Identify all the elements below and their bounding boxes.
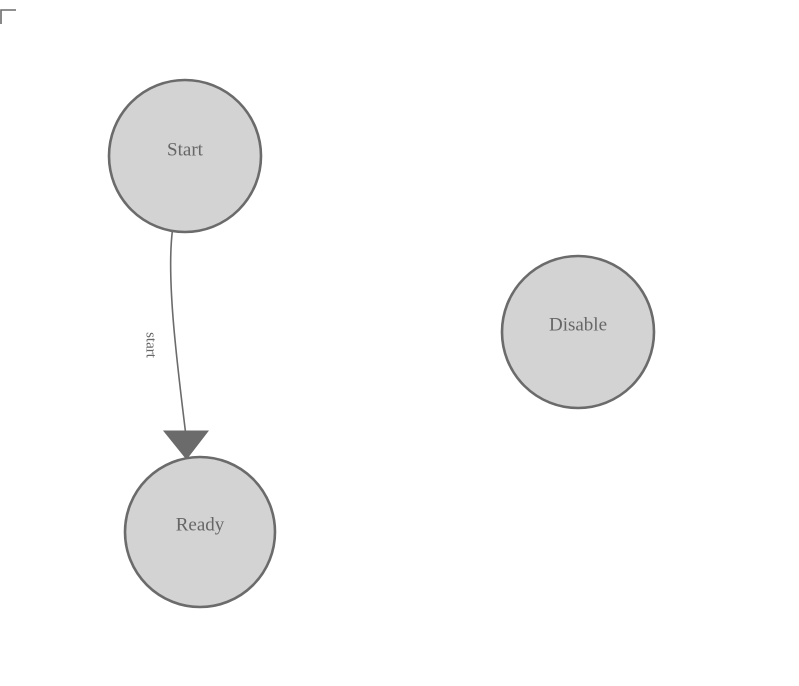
node-disable-label: Disable [549, 314, 607, 335]
node-disable-circle[interactable] [500, 254, 656, 410]
node-start-circle[interactable] [107, 78, 263, 234]
edge-label-start: start [143, 332, 159, 359]
arrowhead-icon [162, 430, 210, 460]
node-start-label: Start [167, 139, 204, 160]
edge-path [169, 229, 187, 433]
node-ready-circle[interactable] [123, 455, 277, 609]
node-disable[interactable]: Disable [500, 254, 656, 410]
node-ready-label: Ready [176, 514, 225, 535]
node-start[interactable]: Start [107, 78, 263, 234]
node-ready[interactable]: Ready [123, 455, 277, 609]
edge-start-to-ready[interactable]: start [143, 229, 210, 460]
top-left-corner-bracket-icon [0, 9, 16, 24]
